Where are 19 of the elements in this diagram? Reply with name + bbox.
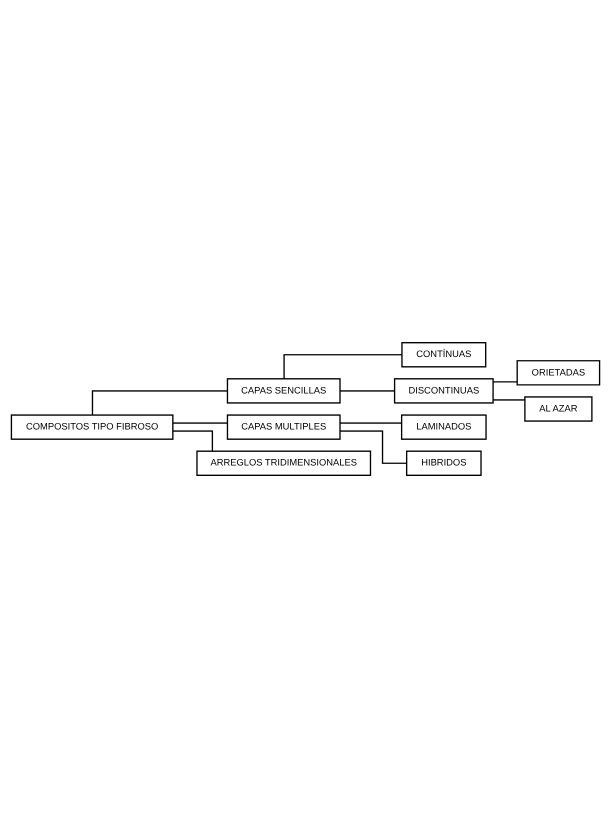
connector (493, 381, 518, 383)
node-box: HIBRIDOS (406, 450, 482, 476)
connector (173, 430, 214, 452)
node-box: COMPOSITOS TIPO FIBROSO (10, 414, 174, 440)
connector (340, 390, 395, 392)
connector (340, 430, 407, 464)
node-box: LAMINADOS (400, 414, 487, 440)
connector (340, 422, 402, 424)
node-box: CONTÍNUAS (401, 342, 486, 368)
connector (283, 354, 402, 379)
node-box: DISCONTINUAS (394, 378, 494, 404)
node-box: AL AZAR (524, 396, 593, 422)
connector (92, 390, 228, 415)
connector (493, 399, 525, 401)
node-box: CAPAS SENCILLAS (226, 378, 341, 404)
connector (173, 422, 228, 424)
node-box: ARREGLOS TRIDIMENSIONALES (196, 450, 372, 476)
node-box: CAPAS MULTIPLES (226, 414, 341, 440)
node-box: ORIETADAS (516, 360, 600, 386)
